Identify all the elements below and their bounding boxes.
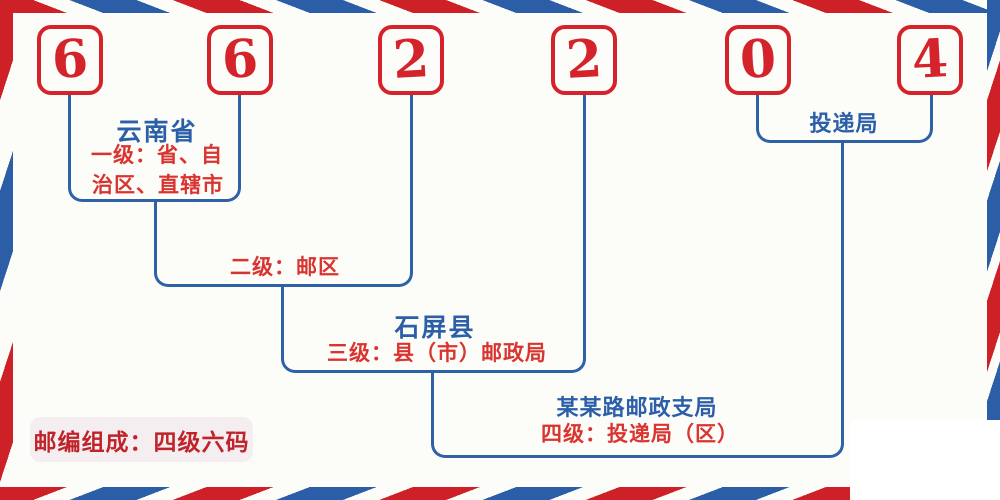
label-level3: 三级：县（市）邮政局 — [327, 342, 547, 365]
label-level2: 二级：邮区 — [230, 256, 340, 279]
label-delivery-office: 投递局 — [809, 111, 879, 136]
digit-box-5: 0 — [725, 25, 791, 95]
label-level4: 四级：投递局（区） — [541, 423, 739, 446]
digit-box-3: 2 — [378, 25, 444, 95]
label-county-name: 石屏县 — [394, 315, 476, 342]
digit3-connector-line — [410, 95, 413, 202]
label-branch-name: 某某路邮政支局 — [556, 395, 718, 420]
airmail-border-right — [987, 0, 1000, 500]
bracket-level3 — [281, 287, 586, 373]
label-level1-line2: 治区、直辖市 — [92, 174, 224, 197]
digit-box-1: 6 — [37, 25, 103, 95]
digit-6: 4 — [910, 28, 950, 91]
airmail-border-bottom — [0, 487, 1000, 500]
digit-5: 0 — [738, 28, 778, 91]
digit-2: 6 — [220, 28, 260, 91]
bracket-level2 — [154, 202, 413, 287]
digit-3: 2 — [391, 28, 431, 91]
digit-1: 6 — [50, 28, 90, 91]
delivery-stem-line — [841, 143, 844, 373]
bracket-level4 — [431, 373, 844, 458]
label-province-name: 云南省 — [116, 119, 198, 146]
corner-white-patch — [850, 420, 1000, 500]
airmail-border-top — [0, 0, 1000, 13]
digit-4: 2 — [564, 28, 604, 91]
composition-badge-text: 邮编组成：四级六码 — [33, 429, 250, 455]
bracket-level1 — [68, 95, 241, 202]
airmail-border-left — [0, 0, 13, 500]
digit-box-2: 6 — [207, 25, 273, 95]
bracket-delivery — [756, 95, 933, 143]
digit-box-4: 2 — [551, 25, 617, 95]
digit-box-6: 4 — [897, 25, 963, 95]
composition-badge: 邮编组成：四级六码 — [30, 417, 253, 462]
label-level1-line1: 一级：省、自 — [91, 144, 223, 167]
digit4-connector-line — [583, 95, 586, 287]
